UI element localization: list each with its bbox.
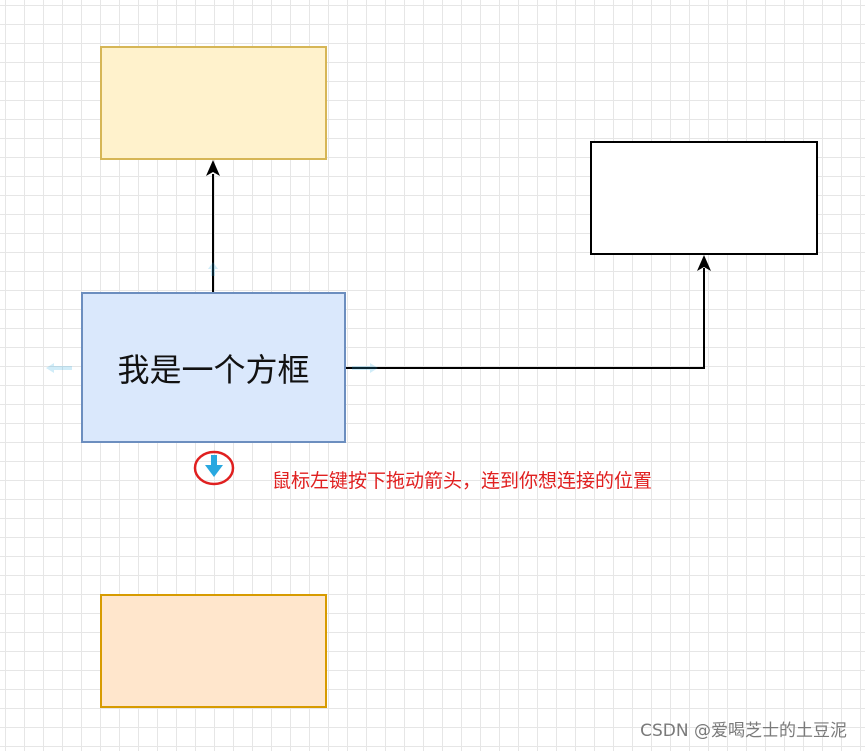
arrow-down-icon[interactable] xyxy=(205,455,223,477)
connector-main-to-right[interactable] xyxy=(346,255,711,369)
right-box[interactable] xyxy=(590,141,818,255)
main-box[interactable]: 我是一个方框 xyxy=(81,292,346,443)
drag-handle[interactable] xyxy=(193,450,235,486)
connector-main-to-top[interactable] xyxy=(206,160,220,292)
main-box-label: 我是一个方框 xyxy=(117,350,310,389)
annotation-text: 鼠标左键按下拖动箭头，连到你想连接的位置 xyxy=(272,470,653,492)
arrow-hint-icon[interactable] xyxy=(46,262,378,373)
watermark: CSDN @爱喝芝士的土豆泥 xyxy=(640,721,847,741)
top-box[interactable] xyxy=(100,46,327,160)
bottom-box[interactable] xyxy=(100,594,327,708)
